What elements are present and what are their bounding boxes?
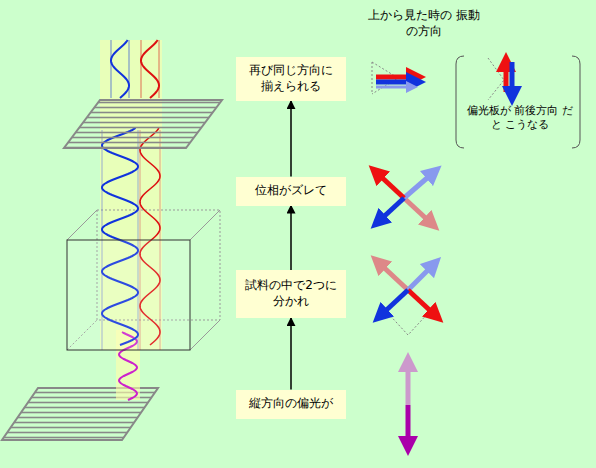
polarizer (64, 100, 222, 148)
bracket (456, 56, 464, 148)
wave-plane (111, 40, 112, 98)
step-box: 縦方向の偏光が (236, 390, 346, 419)
wave-plane (141, 40, 142, 98)
view-heading: 上から見た時の 振動の方向 (366, 8, 482, 39)
light-wave (141, 40, 159, 98)
step-text: 試料の中で2つに 分かれ (242, 278, 340, 309)
step-box: 位相がズレて (236, 177, 346, 206)
vibration-arrows (372, 62, 416, 94)
step-box: 試料の中で2つに 分かれ (236, 270, 346, 318)
sample-cube (67, 240, 190, 350)
flow-arrow (290, 318, 292, 390)
light-wave (111, 40, 129, 98)
step-text: 位相がズレて (255, 183, 327, 199)
bracket (572, 56, 580, 148)
bracket-note: 偏光板が 前後方向 だと こうなる (466, 104, 574, 133)
flow-arrow (290, 101, 292, 177)
step-box: 再び同じ方向に 揃えられる (236, 57, 346, 101)
step-text: 再び同じ方向に 揃えられる (242, 63, 340, 94)
step-text: 縦方向の偏光が (249, 396, 333, 412)
vibration-arrows (488, 58, 512, 100)
sample-cube (67, 210, 220, 350)
vibration-arrows (378, 262, 436, 335)
flow-arrow (290, 206, 292, 271)
vibration-arrows (376, 172, 434, 224)
vibration-arrows (406, 362, 411, 446)
